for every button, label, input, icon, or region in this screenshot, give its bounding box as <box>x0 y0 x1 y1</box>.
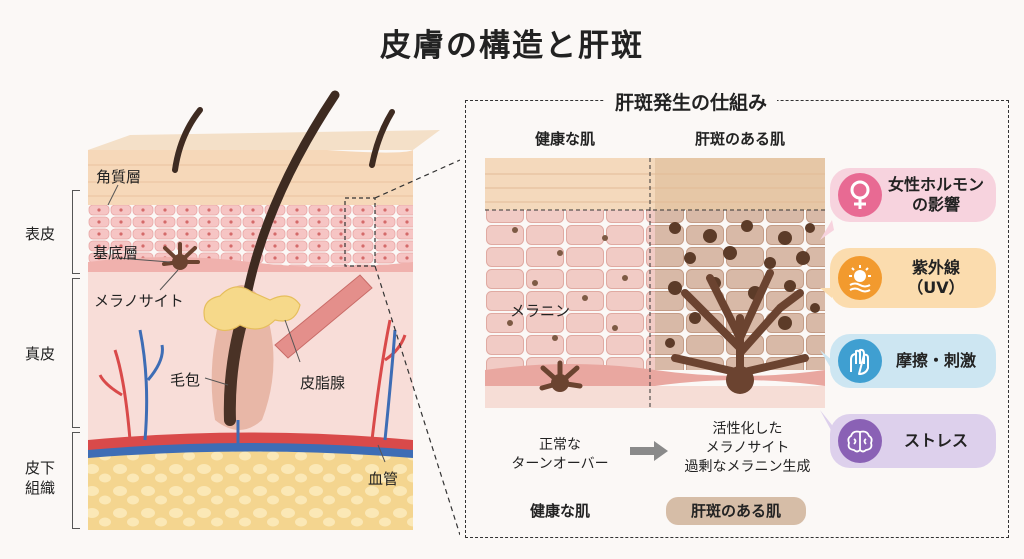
dermis-label: 真皮 <box>25 345 56 363</box>
blood-vessel-red <box>98 349 132 441</box>
sebaceous-gland <box>203 286 301 331</box>
brain-icon <box>838 419 882 463</box>
factor-pointers <box>820 220 834 432</box>
basal-layer-label: 基底層 <box>93 244 139 262</box>
melanocyte-label: メラノサイト <box>94 292 184 310</box>
blood-vessel-label: 血管 <box>368 470 399 488</box>
female-symbol-icon <box>838 173 882 217</box>
factor-uv-label: 紫外線 （UV） <box>907 258 965 297</box>
sun-icon <box>838 256 882 300</box>
factor-friction: 摩擦・刺激 <box>830 334 996 388</box>
bottom-healthy-label: 健康な肌 <box>529 502 590 520</box>
stratum-corneum-label: 角質層 <box>96 168 142 186</box>
melanin-granules-healthy <box>507 227 628 341</box>
epidermis-bracket <box>72 190 80 274</box>
epidermis-label: 表皮 <box>25 225 56 243</box>
comparison-diagram <box>485 158 825 408</box>
normal-turnover-caption: 正常な ターンオーバー <box>511 437 609 472</box>
subcutis-bracket <box>72 432 80 529</box>
melanin-granules-melasma <box>665 220 820 348</box>
dermis-bracket <box>72 278 80 428</box>
factor-stress-label: ストレス <box>903 431 968 450</box>
healthy-header: 健康な肌 <box>534 130 595 148</box>
melanocyte-activated <box>671 269 809 394</box>
melanocyte <box>162 242 200 270</box>
stratum-corneum-layer <box>88 144 413 205</box>
skin-cross-section <box>88 90 460 536</box>
hand-rubbing-icon <box>838 339 882 383</box>
subcutis-label: 皮下 組織 <box>25 459 56 497</box>
subcutis-layer <box>88 445 413 530</box>
blood-vessel-blue <box>138 329 164 441</box>
factor-stress: ストレス <box>830 414 996 468</box>
melasma-header: 肝斑のある肌 <box>694 130 785 148</box>
sebaceous-gland-label: 皮脂腺 <box>300 374 346 392</box>
inset-marker <box>344 197 376 267</box>
melanocyte-normal <box>539 360 583 392</box>
page-title: 皮膚の構造と肝斑 <box>380 28 644 64</box>
arrow-right-icon <box>630 441 668 461</box>
activated-melanocyte-caption: 活性化した メラノサイト 過剰なメラニン生成 <box>684 421 811 475</box>
hair-shaft <box>241 90 340 305</box>
arrector-muscle <box>274 274 373 359</box>
bottom-melasma-label: 肝斑のある肌 <box>666 497 806 525</box>
factor-hormone-label: 女性ホルモン の影響 <box>887 175 984 214</box>
factor-uv: 紫外線 （UV） <box>830 248 996 308</box>
hair-follicle-label: 毛包 <box>170 371 201 389</box>
melanin-label: メラニン <box>510 302 571 320</box>
factor-hormone: 女性ホルモン の影響 <box>830 168 996 222</box>
factor-friction-label: 摩擦・刺激 <box>895 351 976 370</box>
panel-title: 肝斑発生の仕組み <box>605 88 778 115</box>
